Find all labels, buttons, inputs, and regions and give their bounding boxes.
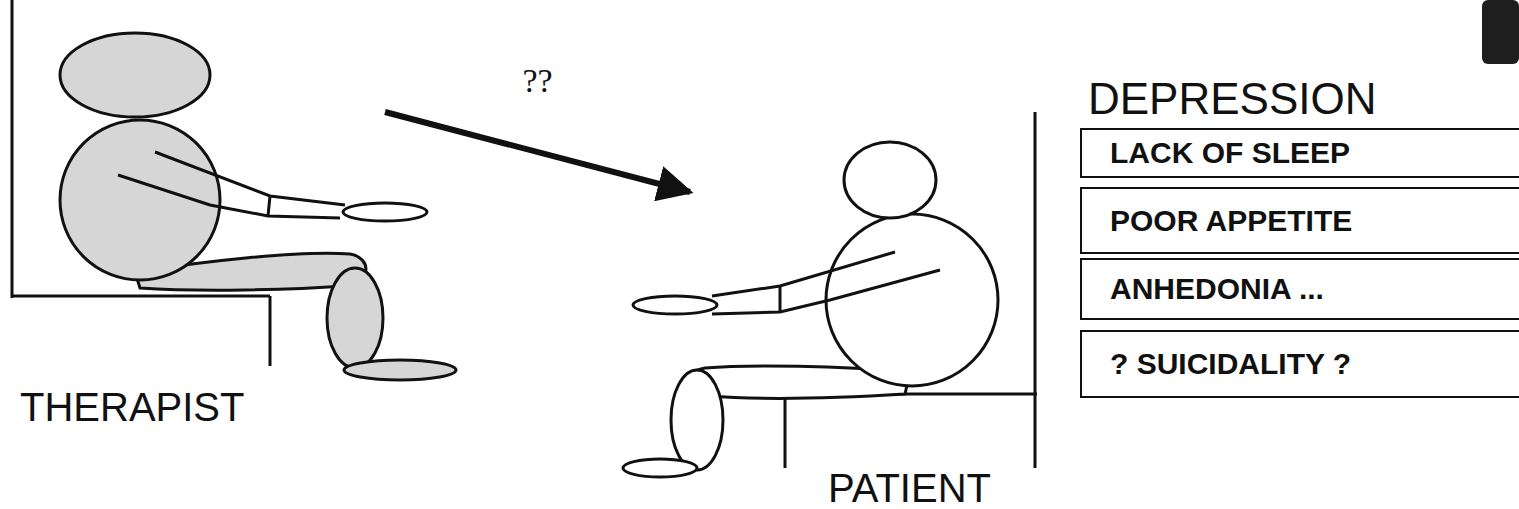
symptom-text: ANHEDONIA ... bbox=[1110, 272, 1324, 306]
therapist-figure bbox=[12, 0, 456, 380]
photo-fragment bbox=[1482, 0, 1519, 64]
heading-label: DEPRESSION bbox=[1088, 74, 1377, 124]
patient-node: PATIENT bbox=[690, 150, 1035, 509]
patient-figure bbox=[623, 112, 1037, 477]
therapist-node: THERAPIST bbox=[10, 40, 385, 430]
symptom-text: LACK OF SLEEP bbox=[1110, 136, 1350, 170]
symptom-box: LACK OF SLEEP bbox=[1080, 128, 1519, 178]
symptom-box: ANHEDONIA ... bbox=[1080, 258, 1519, 320]
symptom-box: ? SUICIDALITY ? bbox=[1080, 330, 1519, 398]
figure-label: THERAPIST bbox=[20, 385, 244, 429]
figure-label: PATIENT bbox=[828, 466, 991, 509]
edge-label: ?? bbox=[522, 62, 552, 100]
symptom-box: POOR APPETITE bbox=[1080, 187, 1519, 254]
symptom-text: POOR APPETITE bbox=[1110, 204, 1352, 238]
symptom-text: ? SUICIDALITY ? bbox=[1110, 347, 1351, 381]
arrow-connector bbox=[385, 112, 690, 192]
